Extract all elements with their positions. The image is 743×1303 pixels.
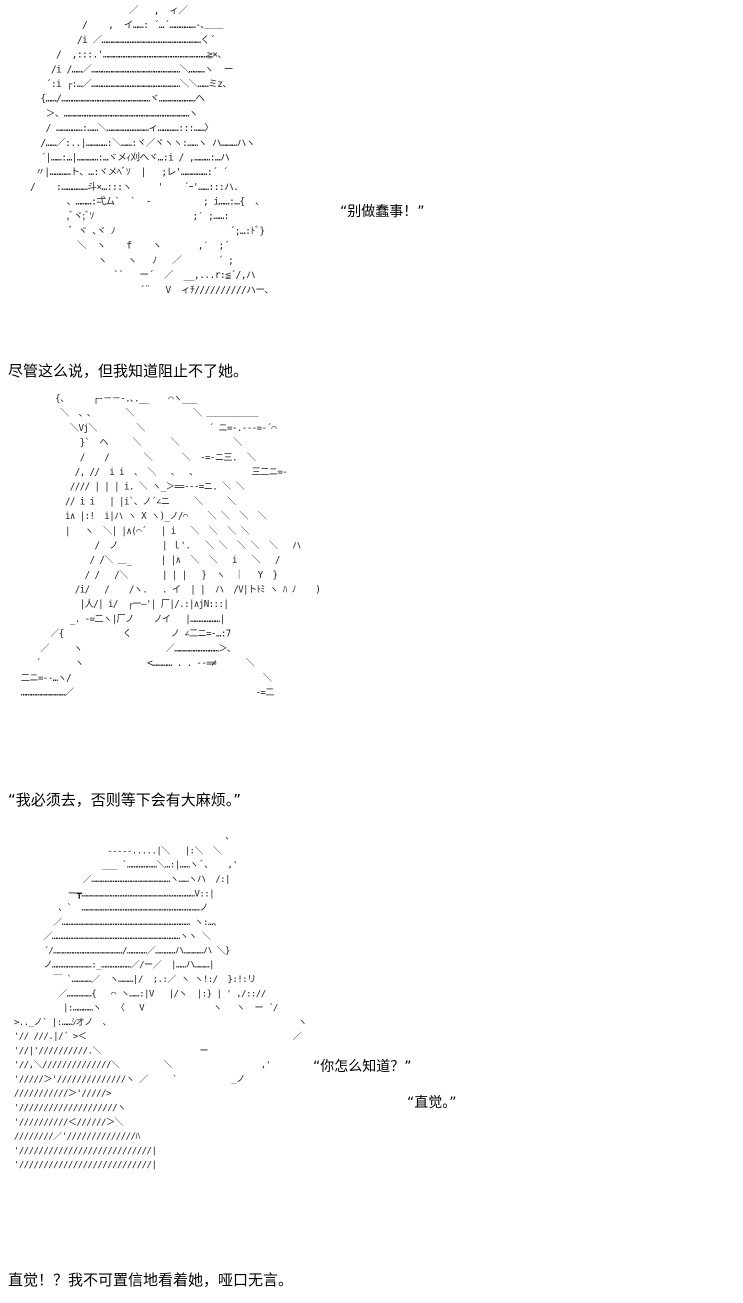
speech-bubble-1: “别做蠢事！” <box>340 204 425 220</box>
speech-bubble-3: “直觉。” <box>407 1095 457 1111</box>
narration-caption-1: 尽管这么说，但我知道阻止不了她。 <box>8 362 249 380</box>
speech-bubble-2: “你怎么知道？” <box>313 1059 412 1075</box>
ascii-art-panel-1: ／ , ィ／ / , イ……: ´…´……………‐､＿＿ /i ／…………………… <box>30 6 274 296</box>
ascii-art-panel-3: 、 ‐‐‐‐‐.....|＼ |:＼ ＼ ___ `………………＼…:|……ヽ … <box>13 832 307 1171</box>
ascii-art-panel-2: {、 ┌‐－－-.､.__ ⌒ヽ___ ＼ 、､ ＼ ＼ ＿＿＿＿＿＿ ＼Vj＼… <box>20 394 321 699</box>
narration-caption-2: “我必须去，否则等下会有大麻烦。” <box>8 791 242 809</box>
narration-caption-3: 直觉！？我不可置信地看着她，哑口无言。 <box>8 1271 294 1289</box>
